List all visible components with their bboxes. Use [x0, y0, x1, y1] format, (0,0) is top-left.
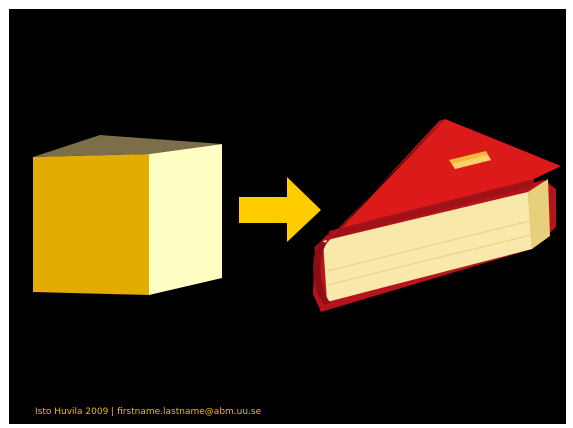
cube-icon — [33, 135, 222, 295]
slide-artwork — [9, 9, 566, 424]
footer-credit: Isto Huvila 2009 | firstname.lastname@ab… — [35, 408, 261, 417]
slide: Isto Huvila 2009 | firstname.lastname@ab… — [9, 9, 566, 424]
arrow-right-icon — [239, 177, 321, 242]
book-icon — [313, 119, 561, 312]
